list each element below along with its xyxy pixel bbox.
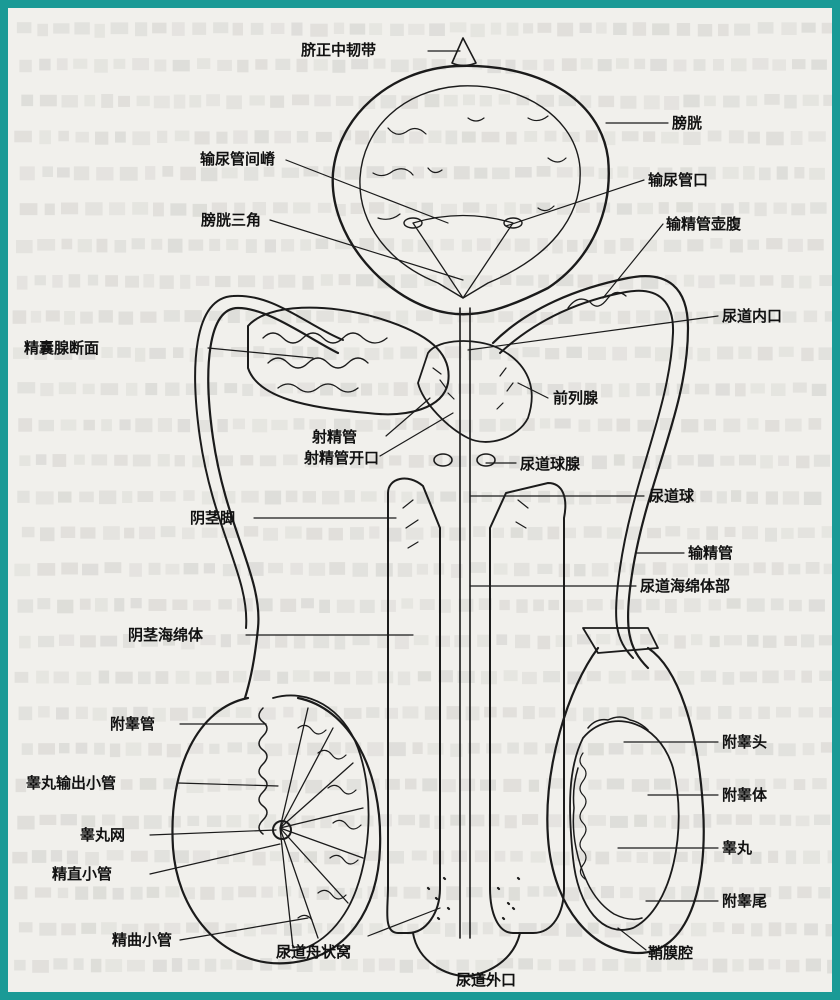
- diagram-frame: 脐正中韧带 膀胱 输尿管间嵴 输尿管口 膀胱三角 输精管壶腹 精囊腺断面 尿道内…: [8, 8, 832, 992]
- label-ureteric-orifice: 输尿管口: [648, 171, 708, 189]
- label-internal-urethral-orifice: 尿道内口: [722, 307, 782, 325]
- label-rete-testis: 睾丸网: [80, 826, 125, 844]
- label-trigone: 膀胱三角: [201, 211, 261, 229]
- label-median-umbilical-ligament: 脐正中韧带: [301, 41, 376, 59]
- bladder-outline: [333, 66, 609, 314]
- label-urethral-bulb: 尿道球: [649, 487, 694, 505]
- navicular-fossa-stipple: [428, 878, 519, 919]
- glans-outline: [413, 933, 520, 976]
- reproductive-system-drawing: [8, 8, 832, 992]
- label-bulbourethral-gland: 尿道球腺: [520, 455, 580, 473]
- urethra: [460, 308, 470, 938]
- bladder-folds: [373, 116, 566, 219]
- label-epididymal-duct: 附睾管: [110, 715, 155, 733]
- prostate-texture: [433, 368, 513, 409]
- label-efferent-ductules: 睾丸输出小管: [26, 774, 116, 792]
- label-epididymis-head: 附睾头: [722, 733, 767, 751]
- umbilical-ligament-shape: [452, 38, 476, 66]
- right-epididymis-coils: [580, 753, 586, 879]
- corpus-cavernosum-left: [387, 479, 440, 933]
- label-testis: 睾丸: [722, 839, 752, 857]
- label-ampulla: 输精管壶腹: [666, 215, 741, 233]
- label-ejaculatory-duct-opening: 射精管开口: [304, 449, 379, 467]
- right-vas-deferens-inner: [500, 291, 673, 658]
- label-crus-of-penis: 阴茎脚: [190, 509, 235, 527]
- right-epididymis: [573, 717, 648, 919]
- label-epididymis-body: 附睾体: [722, 786, 767, 804]
- corpus-cavernosum-right: [490, 483, 565, 933]
- prostate-outline: [418, 341, 532, 442]
- label-seminiferous-tubules: 精曲小管: [112, 931, 172, 949]
- label-epididymis-tail: 附睾尾: [722, 892, 767, 910]
- trigone-lines: [413, 216, 513, 299]
- label-ejaculatory-duct: 射精管: [312, 428, 357, 446]
- label-navicular-fossa: 尿道舟状窝: [276, 943, 351, 961]
- seminiferous-coils: [298, 725, 361, 920]
- label-interureteric-ridge: 输尿管间嵴: [200, 150, 275, 168]
- label-spongy-urethra: 尿道海绵体部: [640, 577, 730, 595]
- label-external-urethral-orifice: 尿道外口: [456, 971, 516, 989]
- label-seminal-vesicle-section: 精囊腺断面: [24, 339, 99, 357]
- left-vas-deferens: [208, 308, 338, 698]
- label-vas-deferens: 输精管: [688, 544, 733, 562]
- seminal-vesicle: [248, 308, 449, 415]
- epididymal-coils: [259, 708, 267, 834]
- label-straight-tubules: 精直小管: [52, 865, 112, 883]
- bulbourethral-gland-right: [477, 454, 495, 466]
- seminal-vesicle-lumen: [263, 333, 387, 392]
- label-tunica-vaginalis-cavity: 鞘膜腔: [648, 944, 693, 962]
- crus-hatching: [403, 500, 528, 548]
- label-bladder: 膀胱: [672, 114, 702, 132]
- bladder-mucosa: [360, 86, 580, 298]
- right-testis: [570, 721, 679, 930]
- label-corpus-cavernosum: 阴茎海绵体: [128, 626, 203, 644]
- bulbourethral-gland-left: [434, 454, 452, 466]
- label-prostate: 前列腺: [553, 389, 598, 407]
